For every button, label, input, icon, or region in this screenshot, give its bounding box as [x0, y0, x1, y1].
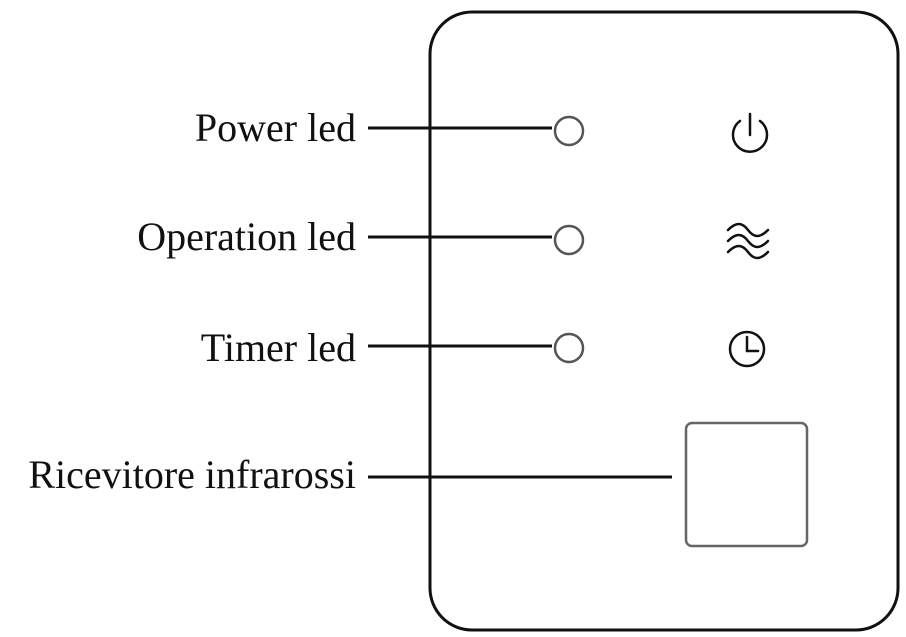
power-led [553, 115, 585, 147]
control-panel-outline [428, 10, 900, 632]
wave-icon [726, 222, 770, 260]
power-led-label: Power led [195, 105, 356, 150]
operation-led-label: Operation led [137, 214, 356, 259]
timer-led-label: Timer led [201, 325, 356, 370]
operation-led [553, 224, 585, 256]
clock-icon [728, 330, 766, 368]
power-icon [731, 112, 769, 153]
ir-receiver-label: Ricevitore infrarossi [28, 452, 356, 497]
ir-receiver-window [684, 421, 809, 548]
timer-led [553, 332, 585, 364]
